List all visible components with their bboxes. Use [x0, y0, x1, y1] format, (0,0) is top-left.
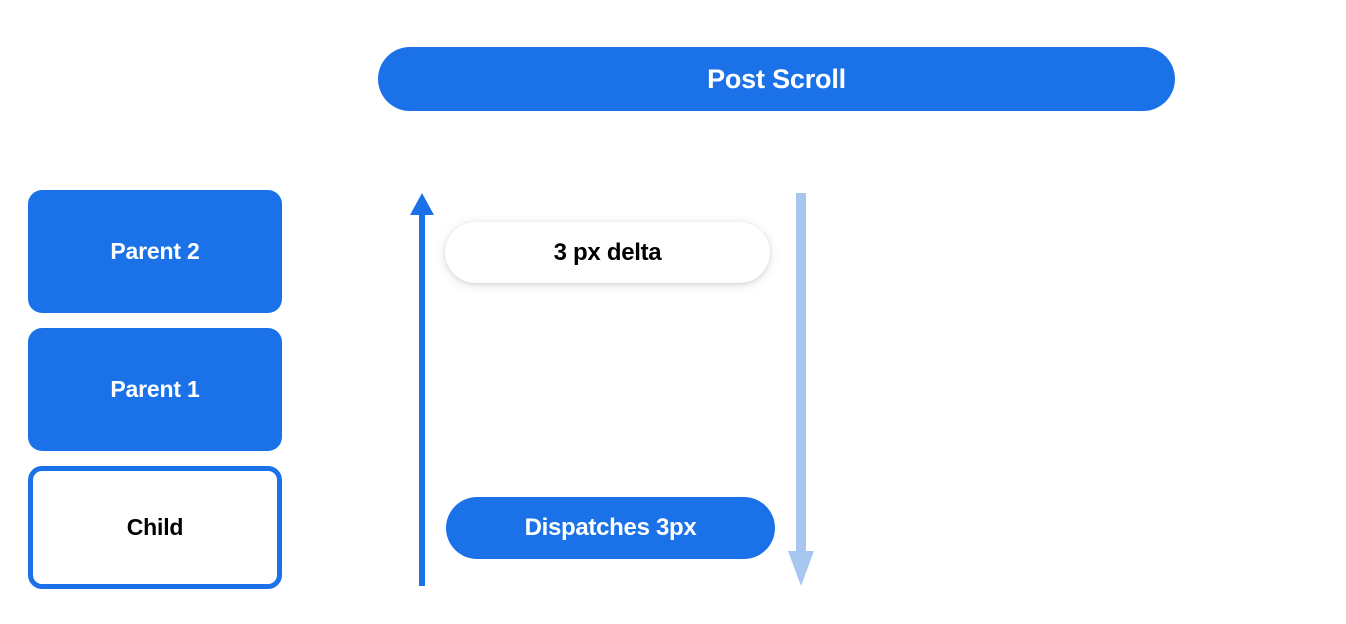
delta-chip: 3 px delta: [445, 222, 770, 283]
scroll-chain-box-child: Child: [28, 466, 282, 589]
arrow-down-icon: [788, 193, 814, 586]
arrow-up-icon: [410, 193, 434, 586]
dispatch-pill: Dispatches 3px: [446, 497, 775, 559]
scroll-chain-box-parent-1: Parent 1: [28, 328, 282, 451]
scroll-chain-box-parent-2: Parent 2: [28, 190, 282, 313]
scroll-chain-box-child-label: Child: [126, 514, 184, 540]
post-scroll-header: Post Scroll: [378, 47, 1175, 111]
dispatch-pill-label: Dispatches 3px: [524, 514, 697, 541]
scroll-chain-box-parent-1-label: Parent 1: [110, 376, 200, 402]
post-scroll-header-label: Post Scroll: [707, 63, 846, 94]
scroll-chain-box-parent-2-label: Parent 2: [110, 238, 200, 264]
delta-chip-label: 3 px delta: [553, 238, 662, 266]
